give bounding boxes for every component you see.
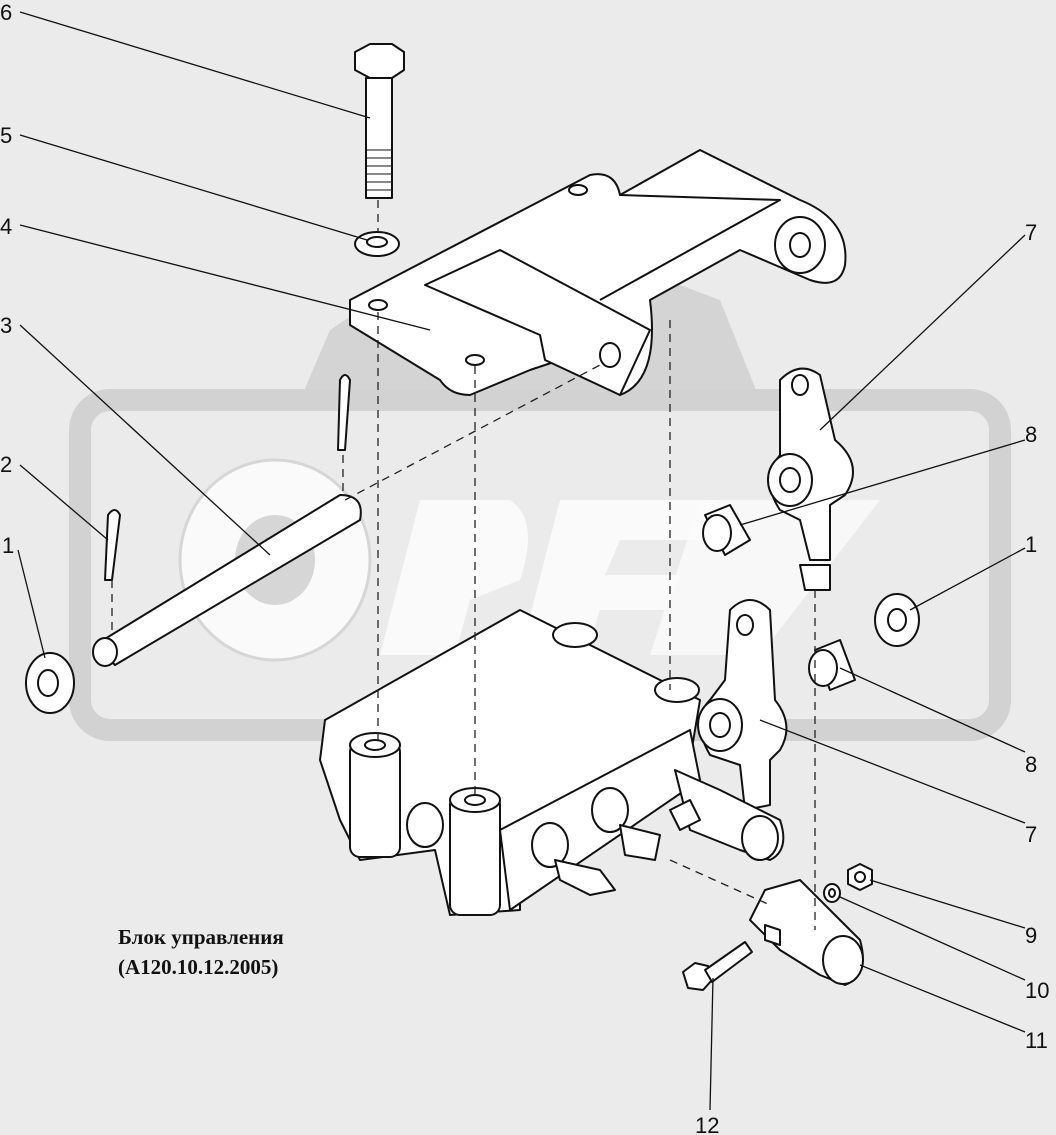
callout-11: 11	[1025, 1028, 1048, 1053]
caption-title: Блок управления	[118, 925, 284, 949]
callout-7-upper: 7	[1025, 220, 1037, 245]
lever-7-upper	[767, 367, 854, 591]
callout-12: 12	[695, 1113, 719, 1135]
callout-2: 2	[0, 452, 12, 477]
callout-4: 4	[0, 214, 12, 239]
bushing-8-lower	[808, 639, 856, 691]
fork-11	[749, 879, 864, 986]
nut-9	[847, 863, 873, 891]
assembly-lines	[111, 200, 816, 930]
callout-8-upper: 8	[1025, 422, 1037, 447]
callout-7-lower: 7	[1025, 822, 1037, 847]
diagram-caption: Блок управления (А120.10.12.2005)	[118, 922, 284, 982]
control-block-housing	[319, 609, 701, 916]
bushing-8-upper	[702, 504, 751, 556]
callout-9: 9	[1025, 923, 1037, 948]
caption-part-number: (А120.10.12.2005)	[118, 955, 279, 979]
lever-7-lower	[669, 599, 788, 861]
bracket-4	[349, 149, 847, 396]
callout-10: 10	[1025, 978, 1049, 1003]
bolt-12	[682, 941, 753, 991]
callout-8-lower: 8	[1025, 752, 1037, 777]
washer-5	[354, 231, 400, 257]
callout-1-left: 1	[2, 533, 14, 558]
washer-1-left	[25, 652, 75, 714]
leader-lines	[17, 11, 1026, 1111]
callout-1-right: 1	[1025, 532, 1037, 557]
bolt-6	[354, 43, 405, 199]
washer-1-right	[874, 593, 920, 647]
callout-3: 3	[0, 313, 12, 338]
cotter-pin-upper	[337, 374, 351, 451]
pin-3	[92, 494, 362, 667]
callout-5: 5	[0, 123, 12, 148]
washer-10	[823, 883, 841, 903]
cotter-pin-2	[104, 509, 121, 581]
callout-6: 6	[0, 0, 12, 25]
